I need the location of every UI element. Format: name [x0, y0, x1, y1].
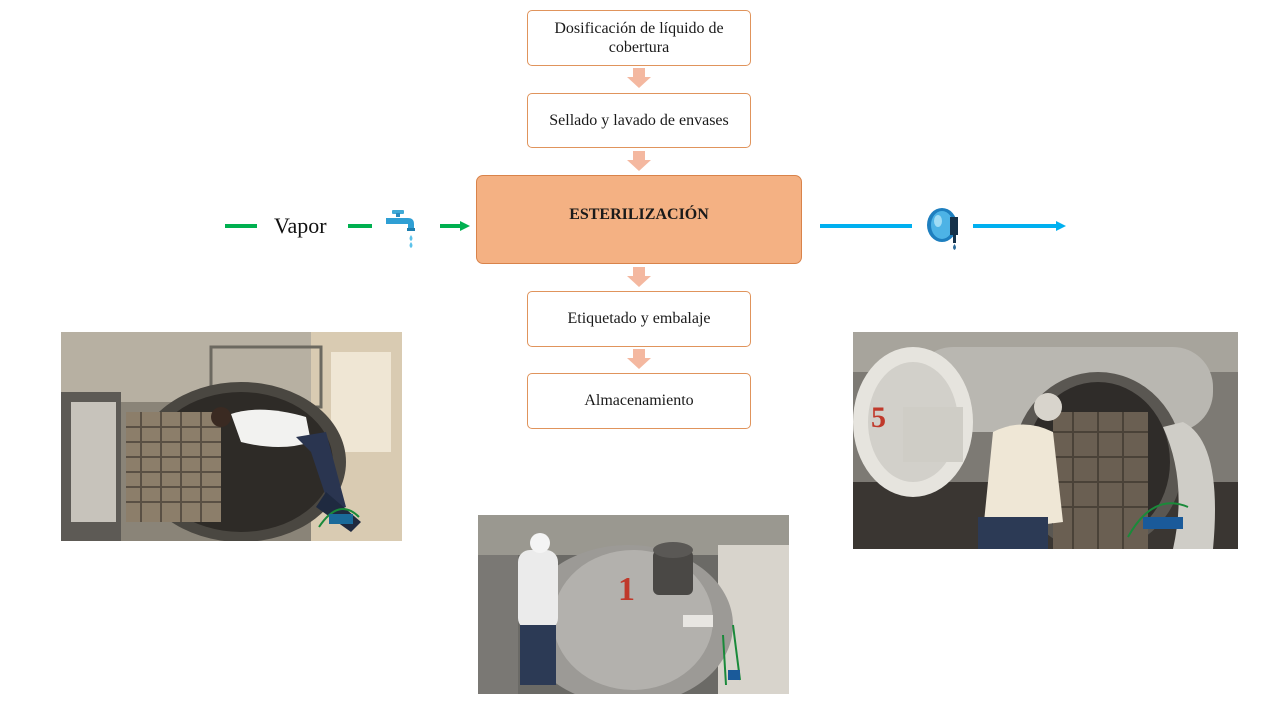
io-lines	[225, 221, 1066, 231]
photo-autoclave-right: 5	[853, 332, 1238, 549]
step-etiquetado-label: Etiquetado y embalaje	[567, 310, 711, 328]
photo-autoclave-center: 1	[478, 515, 789, 694]
step-dosificacion-label: Dosificación de líquido de cobertura	[554, 19, 724, 56]
step-dosificacion: Dosificación de líquido de cobertura	[527, 10, 751, 66]
arrow-down-1	[627, 68, 651, 88]
input-label-vapor: Vapor	[274, 213, 327, 238]
arrow-down-2	[627, 151, 651, 171]
step-sellado: Sellado y lavado de envases	[527, 93, 751, 148]
arrow-down-4	[627, 349, 651, 369]
step-almacenamiento: Almacenamiento	[527, 373, 751, 429]
output-arrowhead	[1056, 221, 1066, 231]
input-arrowhead	[460, 221, 470, 231]
water-drum-icon	[927, 208, 958, 250]
photo-autoclave-left	[61, 332, 402, 541]
water-tap-icon	[386, 210, 415, 248]
step-almacenamiento-label: Almacenamiento	[584, 392, 694, 410]
step-etiquetado: Etiquetado y embalaje	[527, 291, 751, 347]
step-esterilizacion: ESTERILIZACIÓN	[476, 175, 802, 264]
arrow-down-3	[627, 267, 651, 287]
photo-center-number: 1	[618, 571, 635, 608]
step-sellado-label: Sellado y lavado de envases	[549, 111, 729, 129]
photo-right-number: 5	[871, 401, 886, 434]
step-esterilizacion-label: ESTERILIZACIÓN	[569, 205, 709, 223]
